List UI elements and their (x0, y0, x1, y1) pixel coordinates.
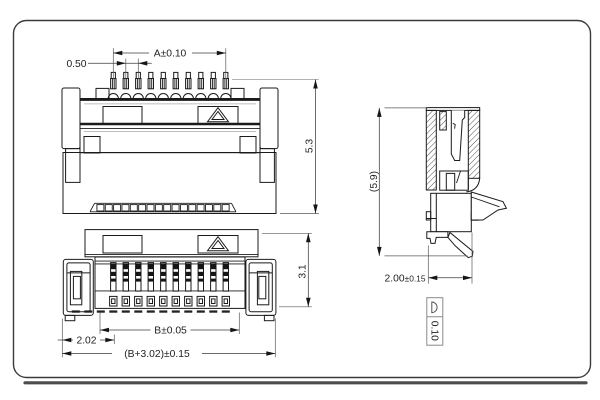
dim-overall-height: 5.3 (232, 79, 319, 214)
section-wall-left (425, 109, 437, 191)
dim-label-height-body: 3.1 (298, 264, 309, 279)
dim-overall-width: (B+3.02)±0.15 (62, 318, 276, 360)
dim-contact-span-b: B±0.05 (99, 312, 240, 337)
dim-side-height: (5.9) (369, 107, 468, 257)
dim-label-a: A±0.10 (154, 48, 187, 59)
dim-mount-width: 2.00±0.15 (385, 232, 473, 284)
shell-window-left (102, 106, 143, 124)
dim-contact-span-a: A±0.10 (112, 48, 227, 80)
dim-label-offset: 2.02 (76, 336, 96, 347)
view-bottom (62, 229, 277, 322)
view-top (61, 71, 279, 214)
section-wall-right (467, 109, 481, 179)
dim-label-profile-tolerance: 0.10 (428, 321, 439, 341)
mount-ear-left (61, 87, 81, 150)
shell-window-left-bottom (102, 235, 143, 254)
dim-pin-pitch: 0.50 (66, 58, 152, 80)
view-side-section (425, 107, 508, 259)
mount-foot (426, 231, 449, 244)
dim-body-height: 3.1 (262, 232, 312, 308)
profile-of-surface-icon (431, 301, 438, 314)
dim-label-height-total: 5.3 (305, 139, 316, 154)
mount-block (430, 192, 472, 233)
contact-blade (450, 110, 466, 161)
dim-label-width-total: (B+3.02)±0.15 (124, 349, 190, 360)
dim-label-b: B±0.05 (154, 326, 187, 337)
dim-label-pitch: 0.50 (66, 59, 86, 70)
actuator-lever (470, 191, 508, 221)
dim-label-mount-width: 2.00±0.15 (385, 273, 426, 284)
feature-control-frame: 0.10 (426, 297, 444, 346)
shell-window-right (197, 106, 239, 124)
dim-label-side-height: (5.9) (369, 171, 380, 192)
mount-ear-right (259, 87, 279, 150)
pin-row-top (95, 71, 245, 100)
shell-window-right-bottom (197, 235, 239, 254)
dim-edge-offset: 2.02 (57, 318, 115, 358)
